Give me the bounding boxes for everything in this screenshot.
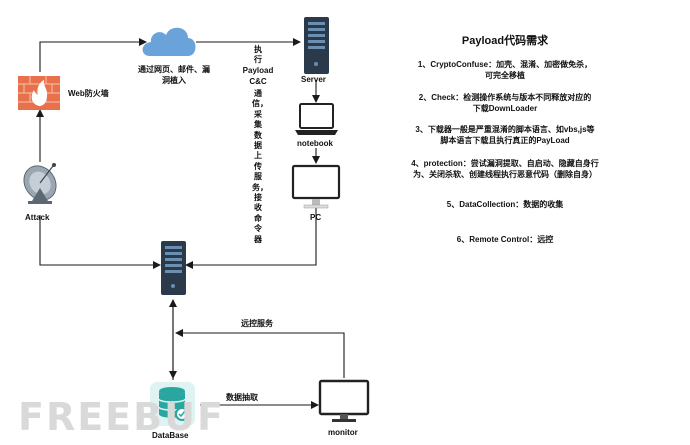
requirements-title: Payload代码需求 [461,35,549,47]
execute-label-4: C&C [249,77,267,86]
server-label: Server [301,75,326,84]
pc-label: PC [310,213,322,222]
firewall-label: Web防火墙 [68,89,109,98]
requirement-3-line2: 脚本语言下载且执行真正的PayLoad [440,136,570,145]
execute-label-1: 执 [254,45,262,54]
server-rack-icon-central [161,241,186,295]
remote-service-label: 远控服务 [241,319,273,328]
cloud-entry-label-line1: 通过网页、邮件、漏 [138,65,210,74]
execute-label-3: Payload [242,66,274,75]
edge-firewall-to-cloud [39,38,147,72]
monitor-icon [318,379,370,422]
edge-pc-to-central-server [185,208,317,269]
edge-monitor-to-server [175,329,345,378]
cloud-icon [142,27,196,56]
desktop-monitor-icon [291,164,341,209]
database-label: DataBase [152,431,189,440]
requirement-4-line1: 4、protection：尝试漏洞提取、自启动、隐藏自身行 [411,159,599,168]
requirement-1-line2: 可完全移植 [485,71,525,80]
edge-attack-to-central-server [39,215,161,269]
satellite-dish-icon [23,163,57,204]
execute-label-2: 行 [254,55,262,64]
server-rack-icon-top [304,17,329,74]
requirement-3-line1: 3、下载器一般是严重混淆的脚本语言、如vbs,js等 [415,125,595,134]
monitor-label: monitor [328,428,358,437]
notebook-label: notebook [297,139,333,148]
requirement-1-line1: 1、CryptoConfuse：加壳、混淆、加密做免杀， [417,60,593,69]
requirement-4-line2: 为、关闭杀软、创建线程执行恶意代码（删除自身） [413,170,597,179]
requirement-2-line2: 下载DownLoader [472,104,538,113]
execute-label-vertical: 通信，采集数据上传服务，接收命令器 [252,89,268,244]
cloud-entry-label-line2: 洞植入 [162,76,186,85]
firewall-icon [18,76,60,110]
requirement-5: 5、DataCollection：数据的收集 [446,200,564,209]
attack-label: Attack [25,213,50,222]
database-icon [150,382,195,426]
watermark: FREEBUF [18,395,225,439]
laptop-icon [295,103,338,135]
data-extract-label: 数据抽取 [226,393,258,402]
requirement-2-line1: 2、Check：检测操作系统与版本不同释放对应的 [418,93,592,102]
connectors [36,38,345,409]
requirement-6: 6、Remote Control：远控 [456,235,554,244]
